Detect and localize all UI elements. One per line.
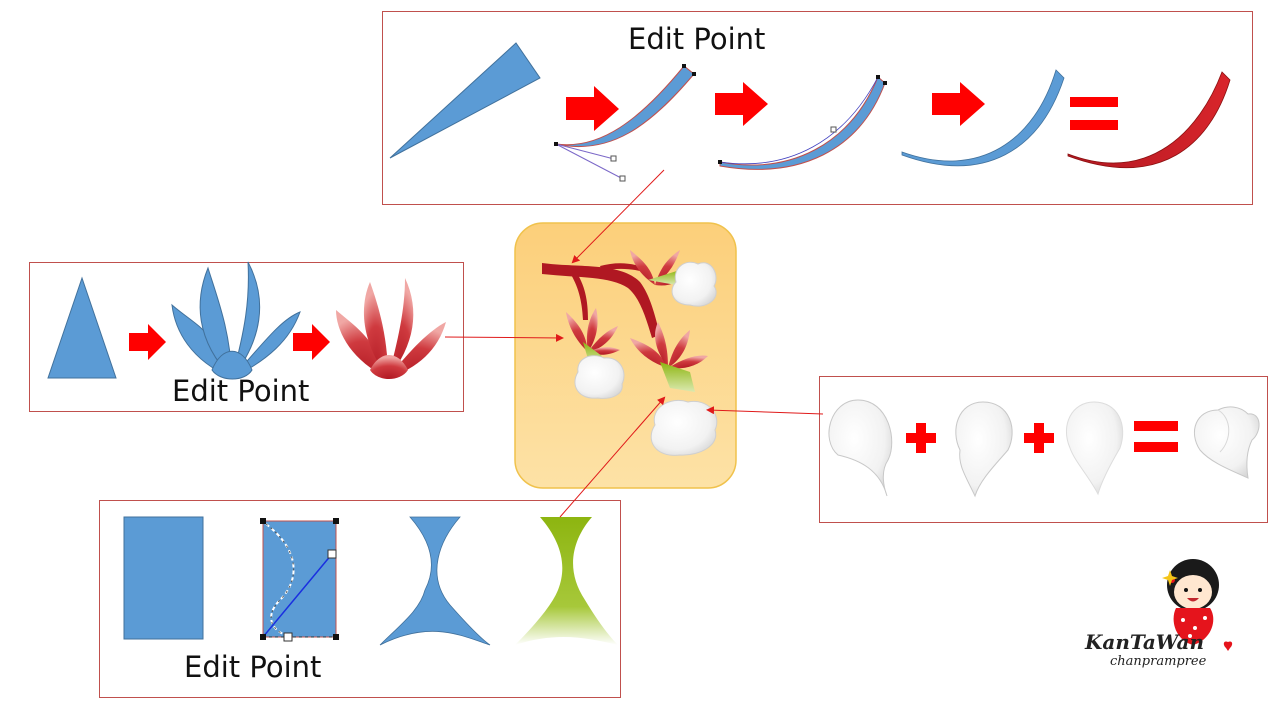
blue-curve-shape xyxy=(901,69,1065,167)
bottom-panel-label: Edit Point xyxy=(184,650,322,684)
bottom-panel xyxy=(99,500,621,698)
logo-title: KanTaWan xyxy=(1085,630,1205,654)
left-panel-label: Edit Point xyxy=(172,374,310,408)
bottom-panel-shapes xyxy=(123,516,618,646)
blue-stem-shape xyxy=(379,516,491,646)
teardrop-shape-1 xyxy=(828,399,893,497)
left-panel-shapes xyxy=(47,261,446,380)
connector-arrows xyxy=(444,169,824,518)
logo-mascot xyxy=(1162,559,1233,651)
arrow-right-icon xyxy=(566,86,619,131)
top-panel-shapes xyxy=(389,42,1231,182)
right-panel xyxy=(819,376,1268,523)
arrow-right-icon xyxy=(293,324,330,360)
plus-icon xyxy=(1024,423,1054,453)
cotton-ball xyxy=(671,261,717,307)
cotton-ball xyxy=(650,400,718,456)
arrow-right-icon xyxy=(932,82,985,126)
teardrop-shape-2 xyxy=(955,401,1013,498)
blue-wedge-shape xyxy=(389,42,541,159)
red-petals-shape xyxy=(336,278,446,379)
logo-subtitle: chanprampree xyxy=(1110,654,1207,669)
blue-petals-shape xyxy=(171,261,301,380)
equals-icon xyxy=(1134,421,1178,452)
cotton-ball xyxy=(574,355,625,399)
blue-triangle-shape xyxy=(47,276,117,379)
green-stem-shape xyxy=(515,517,618,645)
blue-rectangle-shape xyxy=(123,516,204,640)
centerpiece xyxy=(514,222,737,489)
teardrop-shape-3 xyxy=(1065,401,1124,496)
edit-point-rectangle xyxy=(262,520,337,638)
plus-icon xyxy=(906,423,936,453)
red-curve-shape xyxy=(1067,71,1231,169)
right-panel-shapes xyxy=(828,399,1260,498)
arrow-right-icon xyxy=(715,82,768,126)
branch-shape xyxy=(542,263,660,338)
top-panel xyxy=(382,11,1253,205)
arrow-right-icon xyxy=(129,324,166,360)
equals-icon xyxy=(1070,97,1118,130)
top-panel-label: Edit Point xyxy=(628,22,766,56)
